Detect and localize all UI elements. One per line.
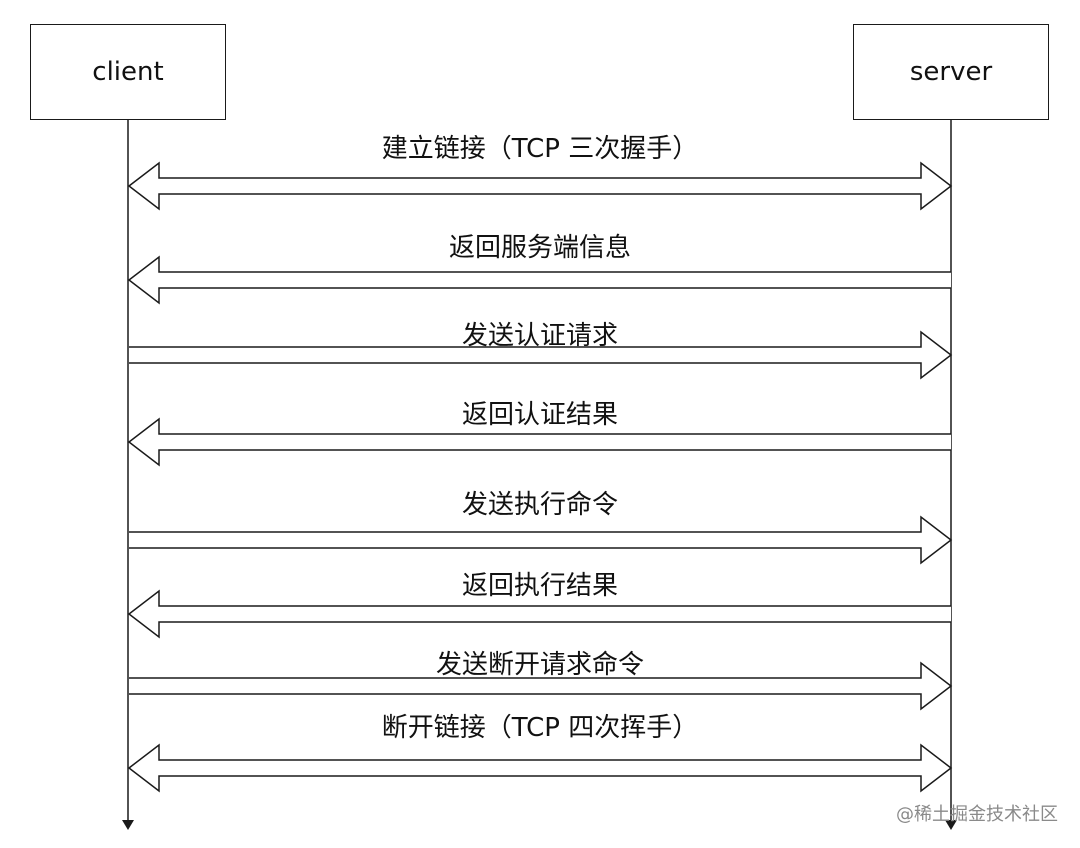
message-arrow-7 [129,661,953,711]
message-label-1: 建立链接（TCP 三次握手） [381,134,699,164]
message-arrow-2 [127,255,951,305]
client-lifeline-arrowhead [122,820,134,830]
server-lifeline-arrowhead [945,820,957,830]
message-arrow-1 [127,161,953,211]
message-arrow-8 [127,743,953,793]
message-arrow-4 [127,417,951,467]
client-label: client [92,57,164,87]
message-arrow-6 [127,589,951,639]
message-label-2: 返回服务端信息 [448,233,631,263]
message-label-5: 发送执行命令 [461,490,618,520]
server-participant-box: server [853,24,1049,120]
client-participant-box: client [30,24,226,120]
watermark: @稀土掘金技术社区 [896,804,1058,825]
message-label-3: 发送认证请求 [461,321,618,351]
message-label-8: 断开链接（TCP 四次挥手） [381,713,699,743]
message-arrow-3 [129,330,953,380]
message-label-4: 返回认证结果 [461,400,618,430]
server-label: server [909,57,993,87]
message-label-6: 返回执行结果 [461,571,618,601]
message-arrow-5 [129,515,953,565]
message-label-7: 发送断开请求命令 [435,650,644,680]
